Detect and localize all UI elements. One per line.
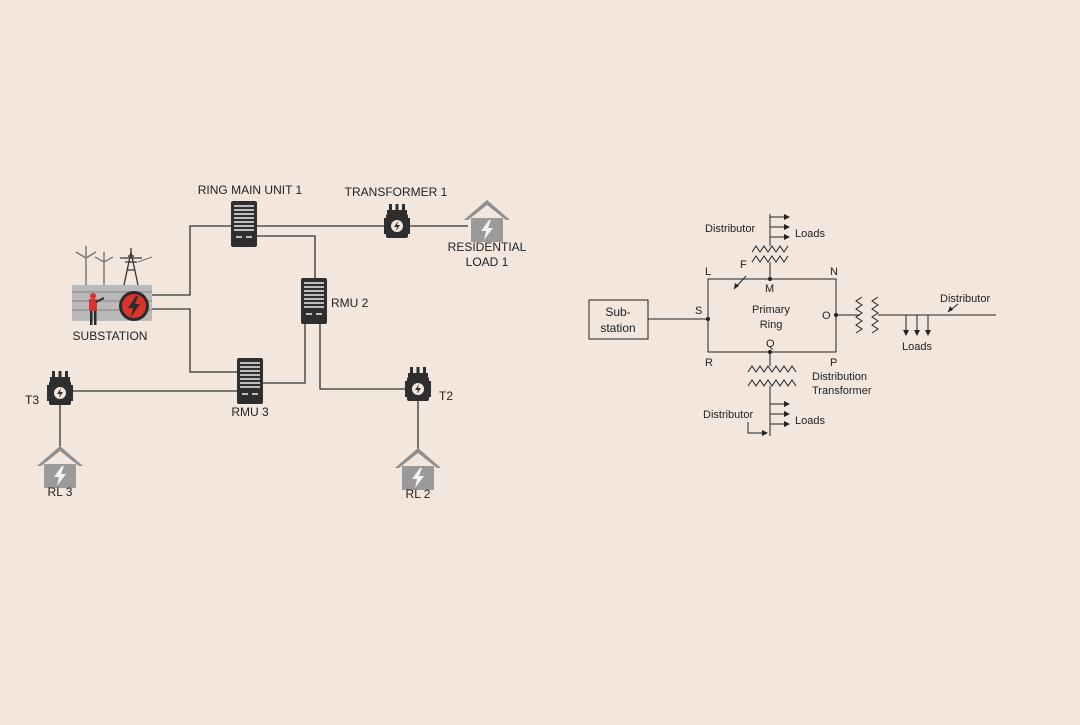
rmu1-icon — [231, 201, 257, 247]
node-M: M — [765, 283, 774, 295]
rmu3-icon — [237, 358, 263, 404]
residential-load1-icon — [464, 200, 510, 242]
t3-label: T3 — [25, 393, 39, 407]
loads-bottom-label: Loads — [795, 415, 825, 427]
distributor-bottom-label: Distributor — [703, 409, 753, 421]
ring-substation-label-line1: Sub- — [605, 305, 630, 319]
substation-icon — [72, 246, 153, 325]
t2-icon — [405, 367, 431, 401]
primary-ring-label-line2: Ring — [760, 319, 783, 331]
rl2-label: RL 2 — [406, 487, 431, 501]
rl3-label: RL 3 — [48, 485, 73, 499]
top-branch — [751, 214, 790, 279]
t3-icon — [47, 371, 73, 405]
left-network-wires — [59, 225, 468, 450]
transformer1-icon — [384, 204, 410, 238]
rmu3-label: RMU 3 — [231, 405, 269, 419]
node-S: S — [695, 305, 702, 317]
node-O: O — [822, 310, 831, 322]
node-L: L — [705, 266, 711, 278]
rl2-icon — [395, 448, 441, 490]
node-N: N — [830, 266, 838, 278]
distribution-transformer-label-line2: Transformer — [812, 385, 872, 397]
distributor-top-label: Distributor — [705, 223, 755, 235]
bottom-branch — [747, 352, 797, 436]
residential-load1-label-line2: LOAD 1 — [466, 255, 509, 269]
node-Q: Q — [766, 338, 775, 350]
ring-substation-label-line2: station — [600, 321, 635, 335]
node-P: P — [830, 357, 837, 369]
t2-label: T2 — [439, 389, 453, 403]
residential-load1-label-line1: RESIDENTIAL — [448, 240, 527, 254]
primary-ring-label-line1: Primary — [752, 304, 790, 316]
node-R: R — [705, 357, 713, 369]
right-branch — [836, 296, 996, 336]
substation-label: SUBSTATION — [73, 329, 148, 343]
rl3-icon — [37, 446, 83, 488]
rmu2-label: RMU 2 — [331, 296, 369, 310]
distribution-transformer-label-line1: Distribution — [812, 371, 867, 383]
loads-right-label: Loads — [902, 341, 932, 353]
node-F: F — [740, 259, 747, 271]
distributor-right-label: Distributor — [940, 293, 990, 305]
loads-top-label: Loads — [795, 228, 825, 240]
rmu1-label: RING MAIN UNIT 1 — [198, 183, 303, 197]
transformer1-label: TRANSFORMER 1 — [345, 185, 448, 199]
rmu2-icon — [301, 278, 327, 324]
